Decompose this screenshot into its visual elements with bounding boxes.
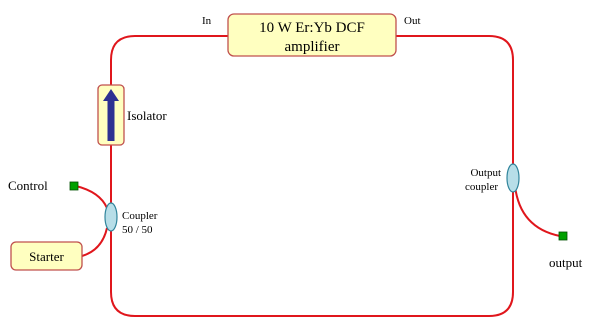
fiber-starter-branch xyxy=(81,227,108,257)
control-label: Control xyxy=(8,178,48,193)
fiber-ring xyxy=(110,35,228,85)
output-label: output xyxy=(549,255,583,270)
fiber-output-branch xyxy=(514,185,561,237)
amplifier-out-label: Out xyxy=(404,15,421,27)
amplifier-label-line2: amplifier xyxy=(285,39,340,55)
output-coupler-label-line2: coupler xyxy=(465,181,498,193)
output-coupler-label-line1: Output xyxy=(470,167,501,179)
amplifier-in-label: In xyxy=(202,15,212,27)
control-port xyxy=(69,181,79,191)
output-coupler xyxy=(506,163,520,193)
coupler-50-50 xyxy=(104,202,118,232)
fiber-segment-right-bottom xyxy=(110,191,514,317)
amplifier-label-line1: 10 W Er:Yb DCF xyxy=(259,20,365,36)
coupler-label-line1: Coupler xyxy=(122,210,158,222)
output-port xyxy=(558,231,568,241)
isolator-arrow-icon xyxy=(103,89,119,141)
fiber-control-branch xyxy=(75,185,108,209)
starter-box xyxy=(10,241,83,271)
isolator-label: Isolator xyxy=(127,108,167,123)
coupler-label-line2: 50 / 50 xyxy=(122,224,153,236)
starter-label: Starter xyxy=(29,249,64,264)
fiber-segment-out xyxy=(396,35,514,165)
amplifier-box xyxy=(227,13,397,57)
